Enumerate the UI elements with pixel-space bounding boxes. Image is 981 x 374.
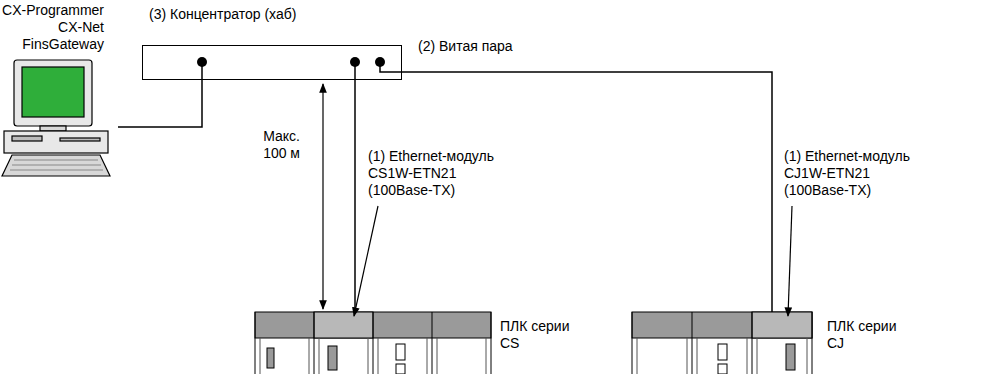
callout-label: (1) Ethernet-модуль CJ1W-ETN21 (100Base-… — [784, 148, 924, 199]
network-cable — [354, 80, 356, 312]
plc-cj-rack — [632, 312, 812, 374]
node-label: (3) Концентратор (хаб) — [149, 6, 296, 23]
network-cable — [402, 72, 772, 312]
plc-cj: ПЛК серии CJ — [632, 312, 902, 374]
cable-label: (2) Витая пара — [418, 38, 513, 55]
plc-cs-rack — [255, 312, 491, 374]
computer-icon — [2, 60, 110, 176]
callout-label: (1) Ethernet-модуль CS1W-ETN21 (100Base-… — [368, 148, 508, 199]
node-label: CX-Programmer CX-Net FinsGateway — [0, 2, 104, 53]
node-label: ПЛК серии CJ — [827, 318, 897, 352]
node-label: ПЛК серии CS — [500, 318, 570, 352]
plc-cs: ПЛК серии CS — [255, 312, 565, 374]
dimension-label: Макс. 100 м — [238, 128, 300, 162]
callout-arrow — [788, 206, 792, 316]
hub-box: (3) Концентратор (хаб) — [142, 45, 402, 80]
hub-port — [197, 57, 402, 80]
dimension-arrow — [322, 84, 323, 309]
network-cable — [118, 80, 202, 127]
computer: CX-Programmer CX-Net FinsGateway — [0, 0, 118, 180]
callout-arrow — [354, 206, 378, 316]
